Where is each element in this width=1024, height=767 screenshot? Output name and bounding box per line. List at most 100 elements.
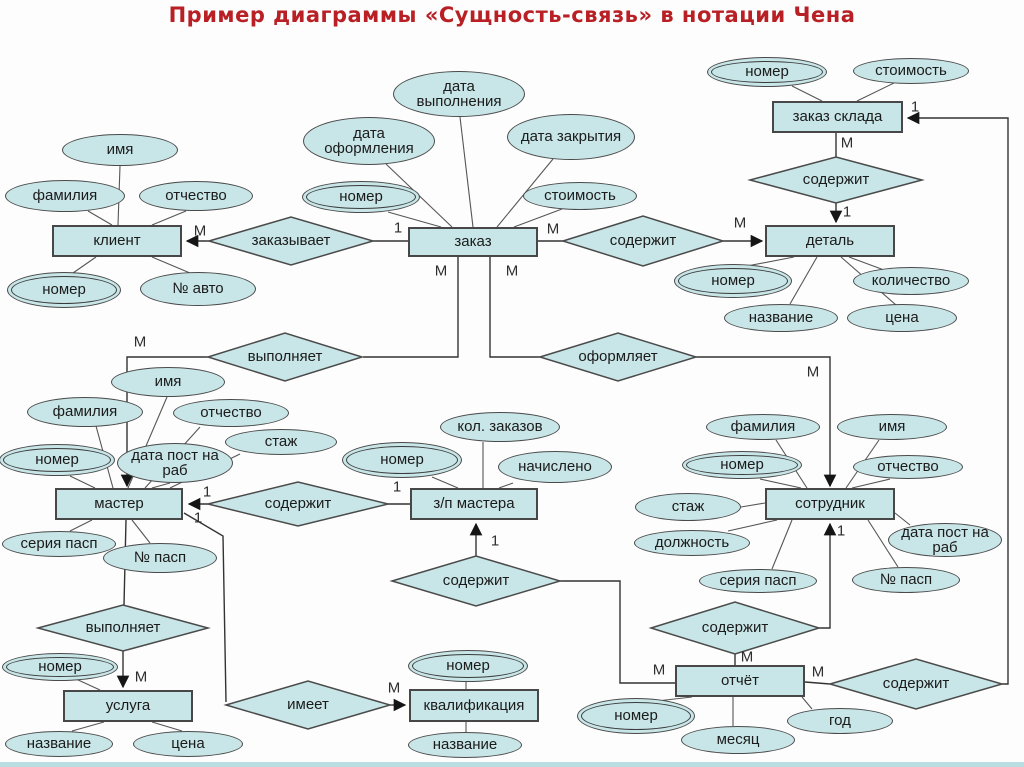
cardinality-label: 1 [842, 203, 852, 221]
cardinality-label: 1 [392, 478, 402, 496]
cardinality-label: M [811, 663, 825, 681]
cardinality-label: 1 [490, 532, 500, 550]
entity-klient: клиент [52, 225, 182, 257]
rel-imeet-shape [223, 680, 393, 730]
attr-sotrudnik-no-pasp: № пасп [852, 567, 960, 593]
footer-bar [0, 762, 1024, 767]
cardinality-label: M [505, 262, 519, 280]
attr-master-no-pasp: № пасп [103, 543, 217, 573]
rel-zakazyvaet-label: заказывает [251, 232, 331, 250]
rel-vypolnyaet-zakaz-master-shape [205, 332, 365, 382]
relationship-lines [116, 111, 1009, 712]
cardinality-label: 1 [910, 98, 920, 116]
cardinality-label: M [193, 222, 207, 240]
entity-master: мастер [55, 488, 183, 520]
entity-kvalifikacia: квалификация [409, 689, 539, 722]
attr-master-otchestvo: отчество [173, 399, 289, 427]
rel-vypolnyaet-master-usluga-shape [35, 604, 211, 652]
relationship-diamonds [35, 156, 1005, 730]
cardinality-label: 1 [836, 522, 846, 540]
rel-oformlyaet-label: оформляет [578, 348, 658, 366]
attr-klient-familiya: фамилия [5, 180, 125, 212]
attr-zp-nomer-key: номер [342, 442, 462, 478]
cardinality-label: M [806, 363, 820, 381]
cardinality-label: M [434, 262, 448, 280]
attr-zp-kol-zakazov: кол. заказов [440, 412, 560, 442]
entity-otchet: отчёт [675, 665, 805, 697]
attr-usluga-cena: цена [133, 731, 243, 757]
attr-otchet-god: год [787, 708, 893, 734]
attr-master-imya: имя [111, 367, 225, 397]
rel-oformlyaet-shape [537, 332, 699, 382]
attr-master-seriya-pasp: серия пасп [2, 531, 116, 557]
attr-klient-no-avto: № авто [140, 272, 256, 306]
rel-zakazyvaet-shape [206, 216, 376, 266]
rel-soderzhit-zp-otchet-label: содержит [442, 572, 510, 590]
attr-sotrudnik-seriya-pasp: серия пасп [699, 569, 817, 593]
rel-imeet-label: имеет [287, 696, 329, 714]
attr-sotrudnik-imya: имя [837, 414, 947, 440]
attr-usluga-nomer-key: номер [2, 653, 118, 681]
entity-zakaz-sklada: заказ склада [772, 101, 903, 133]
cardinality-label: M [134, 668, 148, 686]
attr-sklad-stoimost: стоимость [853, 58, 969, 84]
cardinality-label: 1 [193, 509, 203, 527]
entity-usluga: услуга [63, 690, 193, 722]
rel-soderzhit-sklad-detal-label: содержит [802, 171, 870, 189]
rel-soderzhit-master-zp-label: содержит [264, 495, 332, 513]
attr-klient-otchestvo: отчество [139, 181, 253, 211]
entity-zakaz: заказ [408, 227, 538, 257]
attr-detal-nazvanie: название [724, 304, 838, 332]
attr-detal-kolichestvo: количество [853, 267, 969, 295]
cardinality-label: M [546, 220, 560, 238]
cardinality-label: M [652, 661, 666, 679]
page-title: Пример диаграммы «Сущность-связь» в нота… [168, 3, 856, 27]
attr-kvalifikacia-nazvanie: название [408, 732, 522, 758]
rel-soderzhit-otchet-sklad-shape [827, 658, 1005, 710]
attr-master-familiya: фамилия [27, 397, 143, 427]
cardinality-label: M [133, 333, 147, 351]
attr-zakaz-stoimost: стоимость [523, 182, 637, 210]
cardinality-label: 1 [202, 483, 212, 501]
attr-sotrudnik-data-post: дата пост на раб [888, 523, 1002, 557]
attr-zakaz-data-oformleniya: дата оформления [303, 117, 435, 165]
entity-zp-mastera: з/п мастера [410, 488, 538, 520]
attr-zp-nachisleno: начислено [498, 451, 612, 483]
rel-soderzhit-sotrudnik-otchet-shape [648, 601, 822, 655]
cardinality-label: M [840, 134, 854, 152]
rel-soderzhit-otchet-sklad-label: содержит [882, 675, 950, 693]
cardinality-label: 1 [393, 219, 403, 237]
rel-soderzhit-sklad-detal-shape [747, 156, 925, 204]
rel-soderzhit-master-zp-shape [207, 481, 389, 527]
attr-kvalifikacia-nomer-key: номер [408, 650, 528, 682]
attr-sotrudnik-familiya: фамилия [706, 414, 820, 440]
rel-vypolnyaet-master-usluga-label: выполняет [85, 619, 161, 637]
attr-detal-nomer-key: номер [674, 264, 792, 298]
cardinality-label: M [733, 214, 747, 232]
attr-sotrudnik-nomer-key: номер [682, 451, 802, 479]
attr-sotrudnik-dolzhnost: должность [634, 530, 750, 556]
attr-zakaz-data-zakrytiya: дата закрытия [507, 114, 635, 160]
attr-master-nomer-key: номер [0, 444, 115, 476]
rel-soderzhit-zp-otchet-shape [389, 555, 563, 607]
entity-sotrudnik: сотрудник [765, 488, 895, 520]
attr-master-data-post: дата пост на раб [117, 443, 233, 483]
attr-sotrudnik-stazh: стаж [635, 493, 741, 521]
rel-soderzhit-sotrudnik-otchet-label: содержит [701, 619, 769, 637]
rel-vypolnyaet-zakaz-master-label: выполняет [247, 348, 323, 366]
attr-klient-imya: имя [62, 134, 178, 166]
attr-zakaz-data-vypolneniya: дата выполнения [393, 71, 525, 117]
attr-usluga-nazvanie: название [5, 731, 113, 757]
attr-sklad-nomer-key: номер [707, 57, 827, 87]
cardinality-label: M [387, 679, 401, 697]
entity-detal: деталь [765, 225, 895, 257]
attr-otchet-nomer-key: номер [577, 698, 695, 734]
attr-otchet-mesyac: месяц [681, 726, 795, 754]
attr-detal-cena: цена [847, 304, 957, 332]
attr-klient-nomer-key: номер [7, 272, 121, 308]
attr-master-stazh: стаж [225, 429, 337, 455]
cardinality-label: M [740, 648, 754, 666]
attr-sotrudnik-otchestvo: отчество [853, 455, 963, 479]
attr-zakaz-nomer-key: номер [302, 181, 420, 213]
